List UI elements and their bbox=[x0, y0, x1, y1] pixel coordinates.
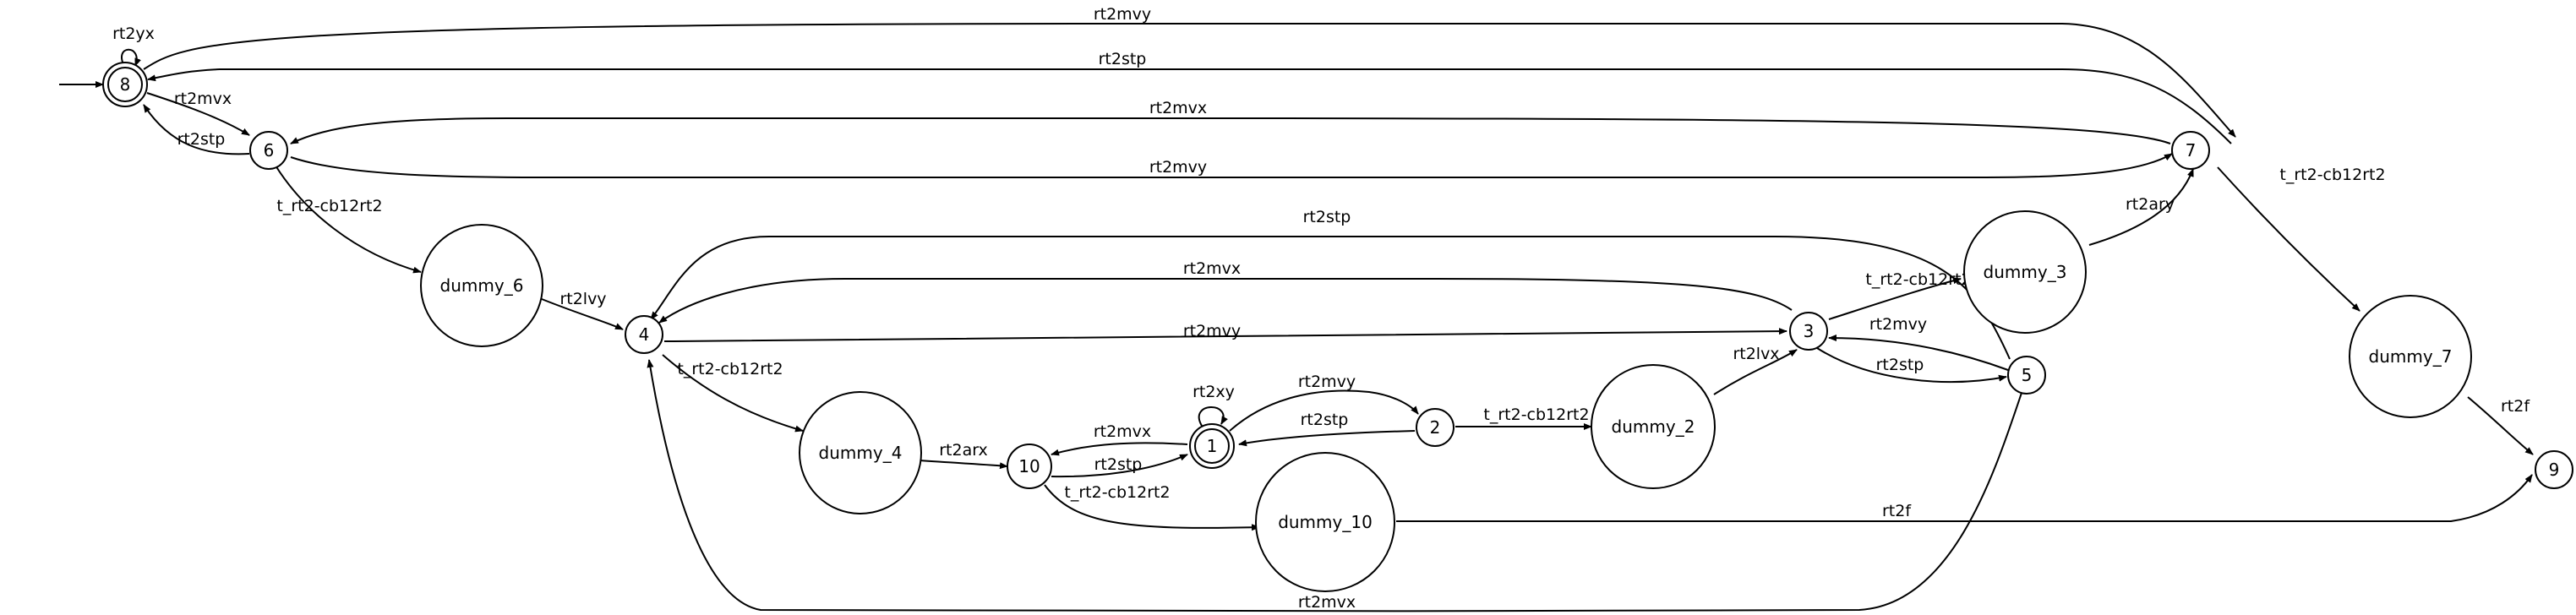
edge-4-dummy4 bbox=[662, 354, 804, 433]
edge-label-1-2-rt2mvy: rt2mvy bbox=[1298, 373, 1356, 391]
edge-label-10-1-rt2stp: rt2stp bbox=[1094, 455, 1143, 474]
state-dummy-10[interactable]: dummy_10 bbox=[1255, 452, 1395, 592]
state-5[interactable]: 5 bbox=[2007, 356, 2046, 395]
state-dummy-2[interactable]: dummy_2 bbox=[1591, 364, 1716, 489]
state-10[interactable]: 10 bbox=[1007, 444, 1052, 489]
edge-6-7-rt2mvy bbox=[290, 153, 2173, 178]
edge-1-10-rt2mvx bbox=[1051, 442, 1188, 456]
state-label-3: 3 bbox=[1804, 321, 1815, 341]
edge-label-dummy7-9: rt2f bbox=[2501, 397, 2530, 416]
state-8[interactable]: 8 bbox=[102, 62, 148, 107]
edge-label-3-4-rt2mvx: rt2mvx bbox=[1183, 259, 1241, 278]
edge-label-4-dummy4: t_rt2-cb12rt2 bbox=[677, 360, 783, 378]
state-label-6: 6 bbox=[264, 140, 275, 161]
edge-label-8-8: rt2yx bbox=[112, 24, 155, 43]
edge-dummy6-4 bbox=[537, 297, 624, 330]
edge-10-1-rt2stp bbox=[1051, 454, 1188, 478]
edge-8-6-rt2mvx bbox=[146, 92, 250, 136]
edge-1-2-rt2mvy bbox=[1229, 389, 1419, 432]
state-6[interactable]: 6 bbox=[249, 131, 288, 170]
edge-dummy4-10 bbox=[919, 460, 1008, 470]
edge-dummy7-9 bbox=[2467, 396, 2534, 455]
edge-label-7-8-rt2stp: rt2stp bbox=[1099, 50, 1147, 68]
edge-6-dummy6 bbox=[275, 165, 422, 274]
edge-4-3-rt2mvy bbox=[663, 328, 1787, 342]
edge-label-3-dummy3: t_rt2-cb12rt2 bbox=[1865, 270, 1971, 289]
state-1[interactable]: 1 bbox=[1189, 423, 1235, 469]
edge-label-dummy4-10: rt2arx bbox=[939, 441, 988, 460]
state-dummy-7[interactable]: dummy_7 bbox=[2349, 295, 2472, 418]
edge-label-7-dummy7: t_rt2-cb12rt2 bbox=[2279, 166, 2385, 184]
state-label-dummy-6: dummy_6 bbox=[440, 275, 524, 296]
edge-label-7-6-rt2mvx: rt2mvx bbox=[1149, 99, 1207, 117]
edge-3-5-rt2stp bbox=[1816, 347, 2007, 383]
edge-label-3-5-rt2stp: rt2stp bbox=[1876, 356, 1924, 374]
edge-2-1-rt2stp bbox=[1238, 430, 1416, 447]
state-dummy-6[interactable]: dummy_6 bbox=[420, 224, 543, 347]
state-label-2: 2 bbox=[1430, 417, 1441, 438]
state-label-7: 7 bbox=[2186, 140, 2197, 161]
edge-label-5-3-rt2mvy: rt2mvy bbox=[1869, 315, 1927, 334]
edge-label-5-4-rt2mvx: rt2mvx bbox=[1298, 593, 1356, 612]
state-label-dummy-3: dummy_3 bbox=[1984, 262, 2067, 282]
edge-5-4-rt2mvx bbox=[647, 359, 2022, 612]
state-label-8: 8 bbox=[120, 74, 131, 95]
edge-3-dummy3 bbox=[1828, 277, 1962, 320]
edge-6-8-rt2stp bbox=[143, 104, 250, 155]
state-4[interactable]: 4 bbox=[625, 315, 663, 354]
edge-label-dummy3-7: rt2ary bbox=[2126, 195, 2175, 214]
state-label-dummy-2: dummy_2 bbox=[1612, 416, 1695, 437]
edge-7-dummy7 bbox=[2217, 166, 2360, 312]
edge-1-1 bbox=[1198, 406, 1228, 427]
edge-3-4-rt2mvx bbox=[658, 278, 1793, 324]
edge-5-3-rt2mvy bbox=[1828, 335, 2009, 371]
edge-label-2-dummy2: t_rt2-cb12rt2 bbox=[1483, 405, 1589, 424]
edges: rt2yx rt2mvy rt2stp rt2mvx rt2stp rt2mvx… bbox=[112, 5, 2534, 612]
edge-label-dummy2-3: rt2lvx bbox=[1733, 345, 1779, 363]
state-2[interactable]: 2 bbox=[1416, 408, 1454, 447]
nodes: 8 6 7 dummy_6 4 3 dummy_3 5 bbox=[102, 62, 2573, 592]
state-3[interactable]: 3 bbox=[1789, 312, 1828, 351]
edge-label-dummy6-4: rt2lvy bbox=[559, 290, 606, 308]
edge-label-6-dummy6: t_rt2-cb12rt2 bbox=[276, 197, 382, 215]
edge-7-6-rt2mvx bbox=[290, 117, 2171, 144]
state-7[interactable]: 7 bbox=[2171, 131, 2210, 170]
edge-label-8-7-rt2mvy: rt2mvy bbox=[1094, 5, 1151, 24]
edge-label-6-7-rt2mvy: rt2mvy bbox=[1149, 158, 1207, 177]
state-dummy-4[interactable]: dummy_4 bbox=[799, 391, 922, 514]
edge-10-dummy10 bbox=[1044, 484, 1260, 531]
edge-8-8 bbox=[121, 48, 141, 68]
edge-label-4-3-rt2mvy: rt2mvy bbox=[1183, 322, 1241, 340]
state-9[interactable]: 9 bbox=[2535, 450, 2573, 489]
edge-label-1-10-rt2mvx: rt2mvx bbox=[1094, 422, 1151, 441]
edge-dummy3-7 bbox=[2088, 168, 2194, 246]
state-label-dummy-7: dummy_7 bbox=[2369, 346, 2453, 367]
state-label-10: 10 bbox=[1018, 456, 1040, 476]
edge-dummy2-3 bbox=[1713, 349, 1798, 395]
edge-8-7-rt2mvy bbox=[143, 22, 2236, 138]
edge-label-8-6-rt2mvx: rt2mvx bbox=[174, 90, 232, 108]
edge-label-1-1: rt2xy bbox=[1192, 383, 1235, 401]
edge-label-dummy10-9: rt2f bbox=[1882, 502, 1912, 520]
edge-label-5-4-rt2stp: rt2stp bbox=[1303, 208, 1351, 226]
edge-label-2-1-rt2stp: rt2stp bbox=[1301, 411, 1349, 429]
edge-7-8-rt2stp bbox=[147, 68, 2232, 144]
state-label-dummy-10: dummy_10 bbox=[1278, 512, 1373, 532]
state-label-dummy-4: dummy_4 bbox=[819, 443, 903, 463]
state-label-4: 4 bbox=[639, 324, 650, 345]
state-label-1: 1 bbox=[1207, 436, 1218, 456]
edge-dummy10-9 bbox=[1396, 474, 2533, 522]
state-label-5: 5 bbox=[2022, 365, 2033, 385]
state-dummy-3[interactable]: dummy_3 bbox=[1963, 210, 2087, 334]
edge-label-10-dummy10: t_rt2-cb12rt2 bbox=[1064, 483, 1170, 502]
state-label-9: 9 bbox=[2549, 460, 2560, 480]
edge-label-6-8-rt2stp: rt2stp bbox=[177, 130, 226, 149]
